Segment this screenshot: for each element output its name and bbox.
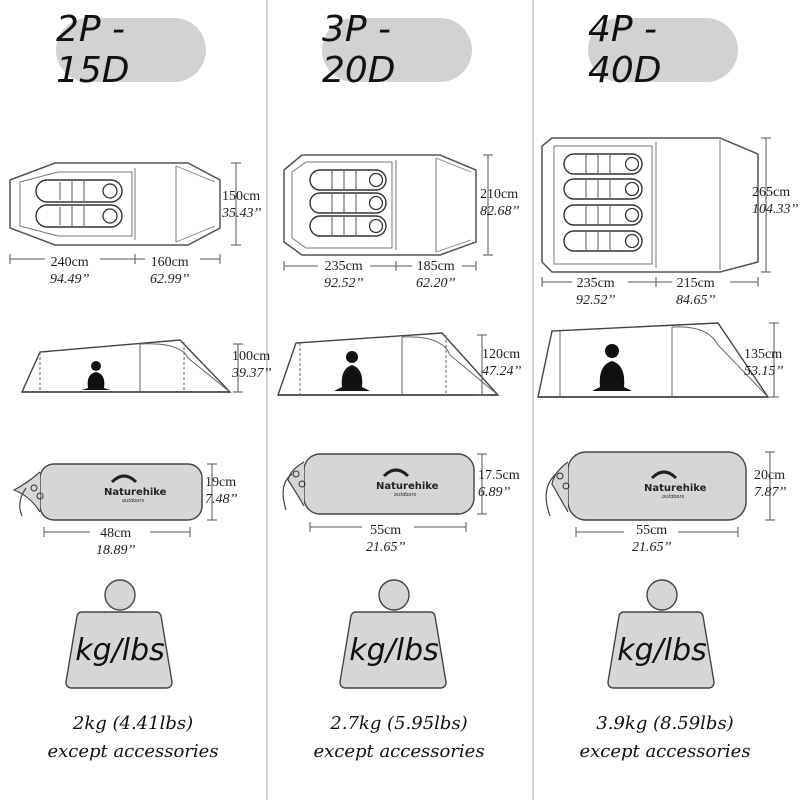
floor-plan-diagram xyxy=(541,137,771,287)
floor-plan-diagram xyxy=(283,154,493,271)
sleeping-bag-icon xyxy=(309,215,387,237)
weight-icon-label: kg/lbs xyxy=(349,633,439,668)
weight-value: 2.7kg (5.95lbs) except accessories xyxy=(313,713,485,762)
svg-text:outdoors: outdoors xyxy=(394,492,417,498)
packed-bag-diagram: Naturehike outdoors xyxy=(545,451,775,537)
weight-icon xyxy=(65,579,173,689)
floor-plan-diagram xyxy=(9,162,241,264)
svg-text:Naturehike: Naturehike xyxy=(104,487,167,498)
weight-value: 2kg (4.41lbs) except accessories xyxy=(47,713,219,762)
column-divider-2 xyxy=(532,0,534,800)
side-view-diagram xyxy=(277,332,500,396)
sleeping-bag-icon xyxy=(309,192,387,214)
column-4p: 4P - 40D xyxy=(532,0,798,800)
naturehike-logo: Naturehike outdoors xyxy=(644,470,707,500)
weight-value: 3.9kg (8.59lbs) except accessories xyxy=(579,713,751,762)
weight-icon xyxy=(607,579,715,689)
sleeping-bag-icon xyxy=(563,178,643,200)
packed-bag-diagram: Naturehike outdoors xyxy=(12,463,217,537)
weight-icon xyxy=(339,579,447,689)
side-view-diagram xyxy=(20,339,243,393)
naturehike-logo: Naturehike outdoors xyxy=(376,468,439,498)
svg-text:Naturehike: Naturehike xyxy=(644,483,707,494)
weight-icon-label: kg/lbs xyxy=(75,633,165,668)
svg-text:outdoors: outdoors xyxy=(662,494,685,500)
sleeping-bag-icon xyxy=(563,153,643,175)
packed-bag-diagram: Naturehike outdoors xyxy=(282,453,487,532)
naturehike-logo: Naturehike outdoors xyxy=(104,474,167,504)
weight-icon-label: kg/lbs xyxy=(617,633,707,668)
person-silhouette-icon xyxy=(334,351,370,391)
sleeping-bag-icon xyxy=(35,204,123,228)
svg-text:Naturehike: Naturehike xyxy=(376,481,439,492)
sleeping-bag-icon xyxy=(35,179,123,203)
person-silhouette-icon xyxy=(82,361,110,390)
column-3p: 3P - 20D 210c xyxy=(266,0,532,800)
side-view-diagram xyxy=(537,322,779,398)
model-title: 2P - 15D xyxy=(56,9,206,91)
person-silhouette-icon xyxy=(592,344,632,391)
svg-text:outdoors: outdoors xyxy=(122,498,145,504)
sleeping-bag-icon xyxy=(563,204,643,226)
sleeping-bag-icon xyxy=(563,230,643,252)
column-divider-1 xyxy=(266,0,268,800)
model-title: 3P - 20D xyxy=(322,9,472,91)
sleeping-bag-icon xyxy=(309,169,387,191)
